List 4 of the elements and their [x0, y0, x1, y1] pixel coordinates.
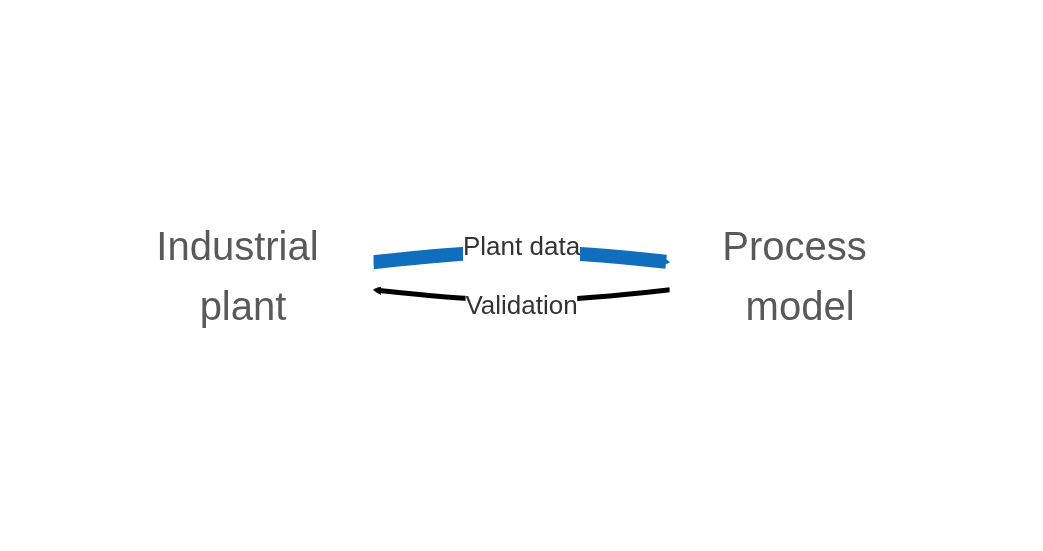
node-text: Industrial plant [156, 223, 319, 328]
edge-label: Plant data [462, 230, 581, 261]
node-text: Process model [722, 223, 867, 328]
edge-label: Validation [465, 289, 578, 320]
